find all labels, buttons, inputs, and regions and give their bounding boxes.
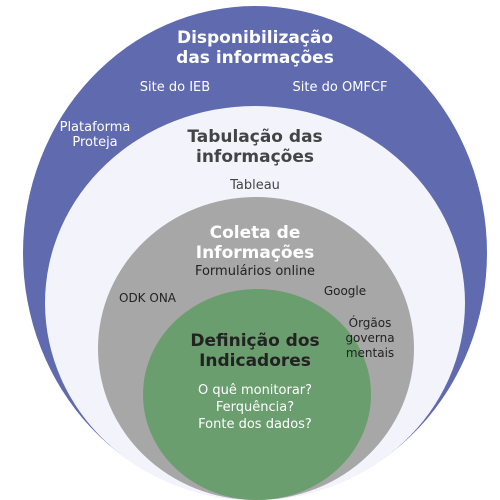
definicao-title: Definição dos Indicadores (175, 331, 335, 371)
definicao-questions: O quê monitorar? Ferquência? Fonte dos d… (175, 383, 335, 434)
disponibilizacao-title-line1: Disponibilização (176, 28, 334, 48)
disponibilizacao-title: Disponibilização das informações (155, 28, 355, 68)
orgaos-line2: governa (345, 331, 395, 345)
tabulacao-title-line1: Tabulação das (187, 127, 323, 147)
google-label: Google (323, 284, 367, 298)
plataforma-line2: Proteja (72, 135, 118, 151)
coleta-title-line1: Coleta de (209, 223, 301, 243)
plataforma-line1: Plataforma (59, 120, 131, 135)
question-source: Fonte dos dados? (198, 416, 312, 432)
plataforma-proteja-label: Plataforma Proteja (45, 120, 145, 151)
coleta-title: Coleta de Informações (170, 223, 340, 263)
orgaos-line3: mentais (345, 346, 395, 360)
formularios-label: Formulários online (194, 264, 316, 279)
tabulacao-title-line2: informações (196, 147, 314, 168)
orgaos-line1: Órgãos (348, 316, 392, 330)
odk-ona-label: ODK ONA (119, 291, 176, 305)
definicao-core (143, 289, 371, 500)
tabulacao-title: Tabulação das informações (155, 127, 355, 167)
disponibilizacao-title-line2: das informações (176, 48, 334, 69)
definicao-title-line1: Definição dos (190, 331, 320, 351)
site-omfcf-label: Site do OMFCF (292, 80, 388, 95)
coleta-title-line2: Informações (195, 243, 315, 264)
tableau-label: Tableau (230, 178, 280, 193)
site-ieb-label: Site do IEB (139, 80, 211, 95)
question-frequency: Ferquência? (215, 399, 295, 415)
question-what: O quê monitorar? (197, 383, 313, 398)
orgaos-governamentais-label: Órgãos governa mentais (338, 316, 402, 361)
definicao-title-line2: Indicadores (199, 351, 311, 372)
